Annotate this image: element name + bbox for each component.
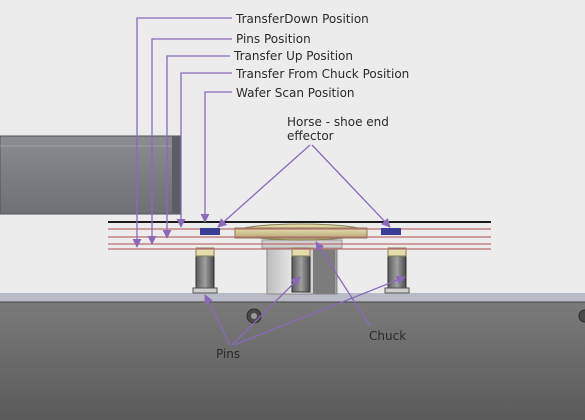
position-lines bbox=[108, 228, 491, 250]
chuck-disk-edge bbox=[234, 227, 368, 239]
robot-arm bbox=[0, 135, 181, 215]
label-transfer-down: TransferDown Position bbox=[235, 12, 369, 26]
screw-icon bbox=[246, 308, 262, 324]
end-effector-pad-left bbox=[200, 228, 220, 235]
chuck-leader bbox=[315, 241, 371, 327]
robot-arm-shadow bbox=[172, 136, 180, 214]
lift-pin-center bbox=[291, 247, 311, 293]
label-chuck: Chuck bbox=[369, 329, 406, 343]
screw-icon bbox=[578, 309, 585, 323]
label-horse-shoe-line1: Horse - shoe end bbox=[287, 115, 389, 129]
pins-leaders bbox=[204, 275, 406, 346]
chuck-cylinder-dark bbox=[313, 246, 335, 294]
base-top-strip bbox=[0, 293, 585, 302]
label-pins: Pins bbox=[216, 347, 240, 361]
label-transfer-from-chuck: Transfer From Chuck Position bbox=[235, 67, 409, 81]
lift-pin-right bbox=[384, 247, 410, 294]
label-horse-shoe-line2: effector bbox=[287, 129, 334, 143]
base-block bbox=[0, 302, 585, 420]
label-wafer-scan: Wafer Scan Position bbox=[236, 86, 355, 100]
end-effector-pad-right bbox=[381, 228, 401, 235]
end-effector-leaders bbox=[217, 144, 391, 228]
lift-pin-left bbox=[192, 247, 218, 294]
label-transfer-up: Transfer Up Position bbox=[233, 49, 353, 63]
label-pins-position: Pins Position bbox=[236, 32, 311, 46]
position-leaders bbox=[132, 17, 232, 248]
